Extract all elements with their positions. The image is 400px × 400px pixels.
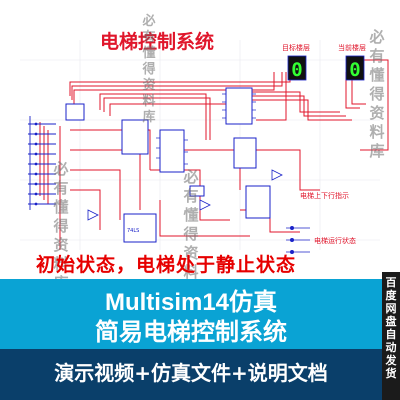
ic-chip <box>65 103 85 121</box>
switch-array <box>28 116 56 210</box>
current-floor-label: 当前楼层 <box>338 43 366 52</box>
target-floor-display: 0 <box>287 55 307 81</box>
current-floor-digit: 0 <box>349 59 360 81</box>
banner-contents: 演示视频+仿真文件+说明文档 <box>54 361 328 385</box>
ic-chip <box>189 185 205 197</box>
ic-chip <box>121 119 149 155</box>
schematic-background <box>0 0 400 285</box>
running-status-label: 电梯运行状态 <box>314 236 356 245</box>
ic-chip <box>123 213 157 243</box>
banner-project-title: 简易电梯控制系统 <box>95 318 287 346</box>
switch-contacts <box>34 122 38 206</box>
side-strip <box>382 272 400 400</box>
watermark-text: 必有懂得资料库 <box>142 14 156 125</box>
watermark-text: 必有懂得资料库 <box>369 28 385 160</box>
led-indicator <box>290 226 294 230</box>
ic-pins <box>156 93 256 165</box>
side-delivery-label: 百度网盘自动发货 <box>385 276 397 380</box>
state-caption: 初始状态，电梯处于静止状态 <box>36 254 297 276</box>
status-leds <box>286 226 310 254</box>
ic-chip <box>245 185 271 219</box>
promo-banner-footer <box>0 349 382 400</box>
schematic-title: 电梯控制系统 <box>100 30 214 53</box>
ic-chip <box>159 129 185 173</box>
led-indicator <box>290 250 294 254</box>
current-floor-display: 0 <box>345 55 365 81</box>
target-floor-digit: 0 <box>291 59 302 81</box>
ic-chips <box>65 87 271 243</box>
led-indicator <box>290 238 294 242</box>
ic-chip <box>233 137 257 169</box>
circuit-schematic: 电梯控制系统 <box>0 0 400 285</box>
ic-chip <box>225 87 253 125</box>
target-floor-label: 目标楼层 <box>282 43 310 52</box>
logic-gates <box>87 169 283 221</box>
banner-software-title: Multisim14仿真 <box>104 289 278 316</box>
direction-indicator-label: 电梯上下行指示 <box>300 191 349 200</box>
ic-label: 74LS <box>127 228 139 234</box>
